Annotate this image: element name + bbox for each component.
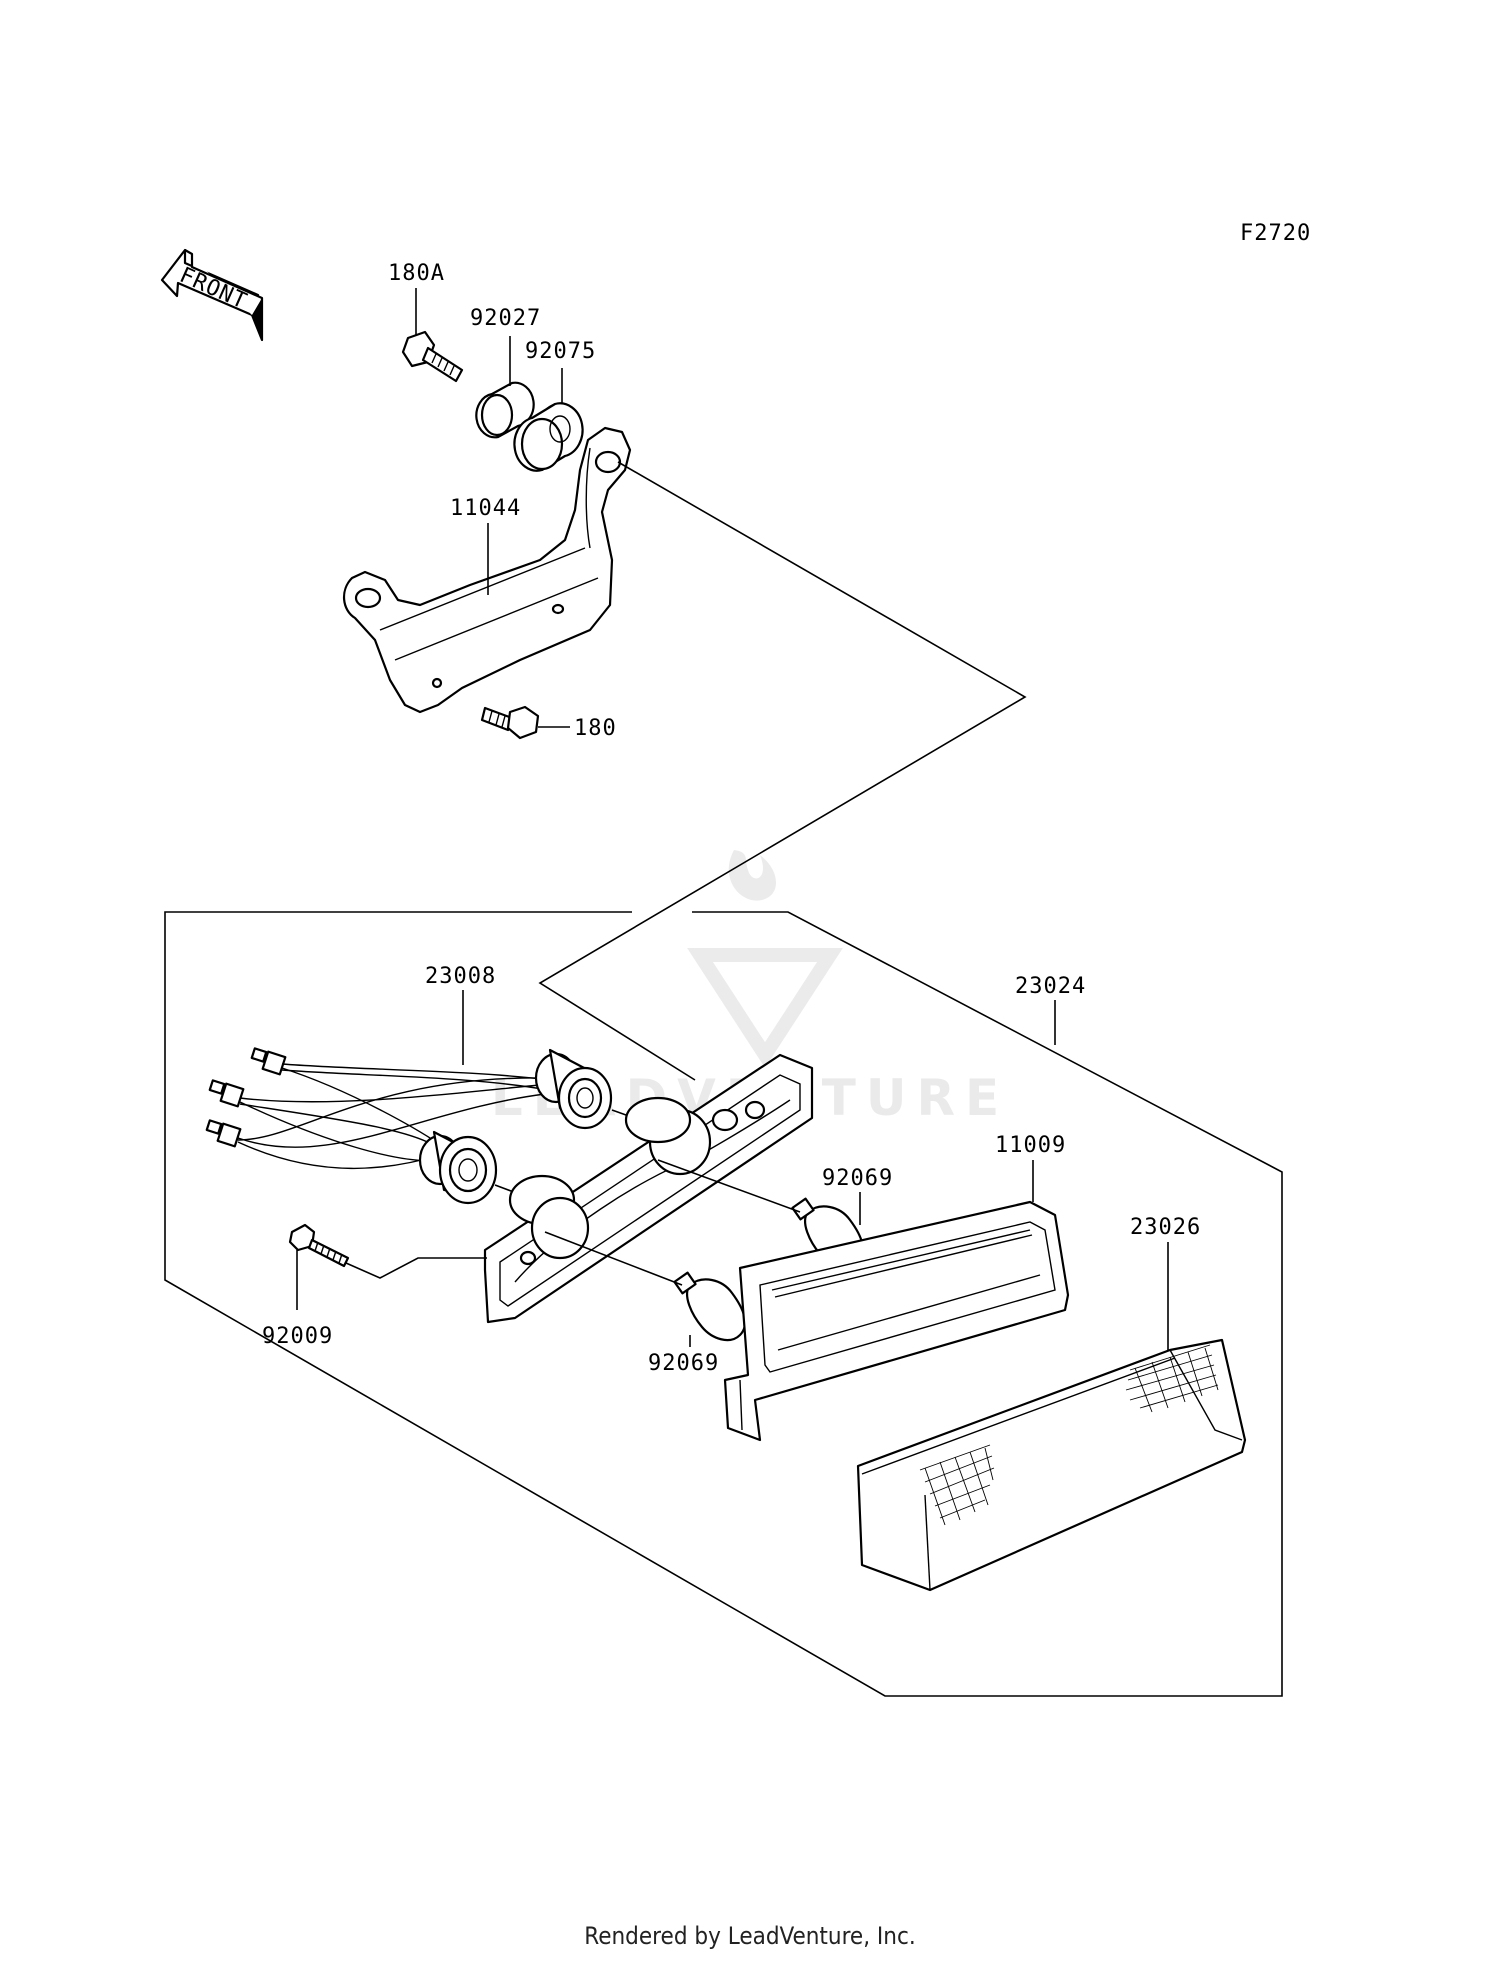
part-label-11044: 11044 bbox=[450, 496, 521, 521]
bolt-180-icon bbox=[480, 705, 540, 740]
wire-harness-23008-icon bbox=[205, 1047, 613, 1205]
part-label-92009: 92009 bbox=[262, 1324, 333, 1349]
reference-line bbox=[538, 461, 1027, 1081]
part-label-92075: 92075 bbox=[525, 339, 596, 364]
bolt-180a-icon bbox=[401, 330, 464, 383]
bulb-92069-lower-icon bbox=[673, 1271, 747, 1342]
lamp-housing-icon bbox=[483, 1053, 814, 1324]
front-arrow-icon: FRONT bbox=[160, 248, 264, 342]
footer-credit: Rendered by LeadVenture, Inc. bbox=[584, 1922, 916, 1950]
collar-92027-icon bbox=[475, 381, 535, 439]
part-label-11009: 11009 bbox=[995, 1133, 1066, 1158]
reference-line bbox=[345, 1257, 487, 1279]
assembly-boundary bbox=[164, 911, 1283, 1697]
part-label-92027: 92027 bbox=[470, 306, 541, 331]
part-label-23024: 23024 bbox=[1015, 974, 1086, 999]
part-label-23008: 23008 bbox=[425, 964, 496, 989]
front-label: FRONT bbox=[176, 263, 251, 315]
reference-line bbox=[657, 1159, 801, 1213]
part-label-180: 180 bbox=[574, 716, 617, 741]
part-label-180a: 180A bbox=[388, 261, 445, 286]
bracket-11044-icon bbox=[343, 426, 632, 714]
reference-line bbox=[544, 1231, 683, 1286]
frame-11009-icon bbox=[723, 1200, 1070, 1442]
part-label-92069-lower: 92069 bbox=[648, 1351, 719, 1376]
screw-92009-icon bbox=[288, 1223, 350, 1268]
grommet-92075-icon bbox=[513, 402, 584, 472]
part-label-92069-upper: 92069 bbox=[822, 1166, 893, 1191]
lens-23026-icon bbox=[856, 1338, 1247, 1592]
diagram-code: F2720 bbox=[1240, 221, 1311, 246]
part-label-23026: 23026 bbox=[1130, 1215, 1201, 1240]
